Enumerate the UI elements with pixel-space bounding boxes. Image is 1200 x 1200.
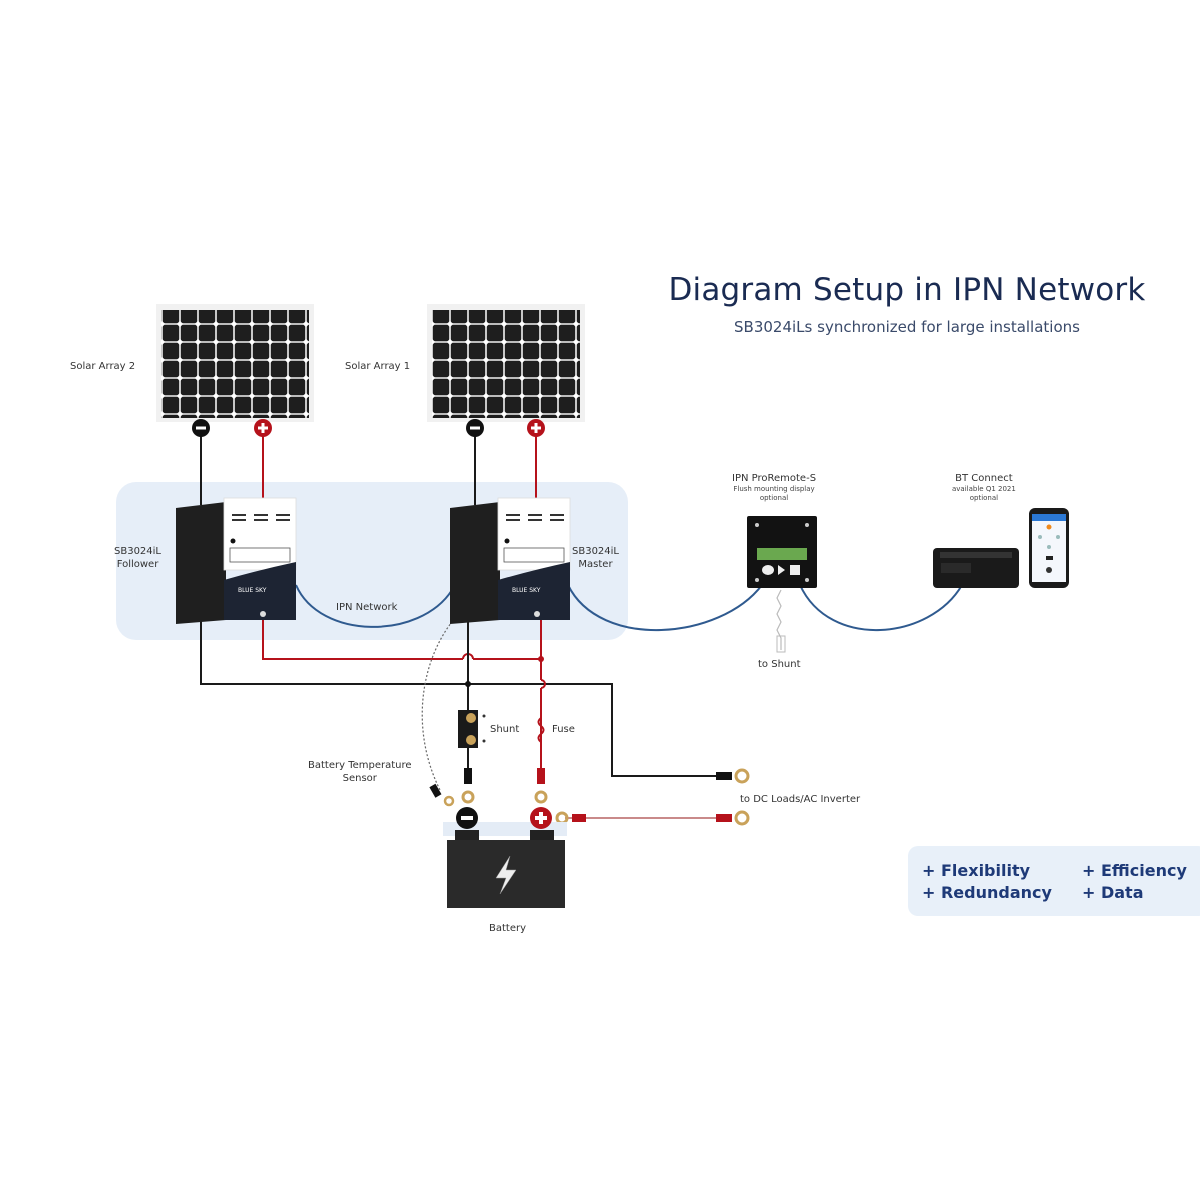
solar-panel-cells [432,310,580,418]
wire-follower-positive [262,620,463,660]
ipn-network-label: IPN Network [336,602,398,613]
junction-positive [538,656,544,662]
ipn-cable-master-proremote [567,584,763,632]
loads-positive-ring[interactable] [734,810,750,826]
master-label: SB3024iL Master [572,545,619,571]
temp-sensor-line1: Battery Temperature [308,760,412,771]
vent-slots [232,514,290,521]
benefit-redundancy: + Redundancy [922,883,1052,902]
array2-negative-terminal [192,419,210,437]
benefits-panel: + Flexibility + Efficiency + Redundancy … [908,846,1200,916]
loads-negative-ring[interactable] [734,768,750,784]
brand-logo: BLUE SKY [512,587,541,594]
vent-slots [506,514,564,521]
page-title: Diagram Setup in IPN Network [668,272,1146,308]
solar-array-1[interactable] [427,304,585,422]
shunt-sense-cable [776,589,782,650]
battery-positive-sleeve [572,814,586,822]
ipn-cable-follower-master [295,584,453,628]
bt-connect-device[interactable] [933,548,1019,588]
page-subtitle: SB3024iLs synchronized for large install… [734,318,1080,336]
fuse-label: Fuse [552,724,575,735]
loads-negative-sleeve [716,772,732,780]
benefit-efficiency: + Efficiency [1082,861,1187,880]
brand-logo: BLUE SKY [238,587,267,594]
temp-sensor-label: Battery Temperature Sensor [308,759,412,785]
positive-lug-sleeve [537,768,545,784]
temp-sensor-line2: Sensor [342,773,377,784]
master-role: Master [578,559,613,570]
temperature-sensor-cable[interactable] [421,617,456,791]
wire-follower-negative [200,620,718,777]
battery-positive-ring [555,811,569,825]
master-model: SB3024iL [572,546,620,557]
negative-lug-ring [461,790,475,804]
lcd-screen [757,548,807,560]
battery[interactable] [443,822,567,908]
solar-panel-cells [161,310,309,418]
proremote-optional: optional [759,494,789,502]
smartphone[interactable] [1029,508,1069,588]
shunt[interactable] [458,710,486,748]
lightning-icon [495,855,517,895]
follower-role: Follower [116,559,159,570]
controller-follower[interactable]: BLUE SKY [176,497,297,624]
battery-label: Battery [489,923,527,934]
battery-negative-terminal [456,807,478,829]
bt-connect-name: BT Connect [955,473,1013,484]
benefit-data: + Data [1082,883,1144,902]
ipn-cable-proremote-btconnect [799,584,963,631]
shunt-label: Shunt [490,724,520,735]
proremote-name: IPN ProRemote-S [732,473,817,484]
loads-positive-sleeve [716,814,732,822]
negative-lug-sleeve [464,768,472,784]
positive-lug-ring [534,790,548,804]
array2-positive-terminal [254,419,272,437]
controller-master[interactable]: BLUE SKY [450,497,571,624]
follower-model: SB3024iL [114,546,162,557]
proremote-desc: Flush mounting display [733,485,815,493]
proremote-label: IPN ProRemote-S Flush mounting display o… [732,472,816,503]
proremote-display[interactable] [747,516,817,588]
temperature-sensor-sleeve [429,783,442,798]
bt-connect-optional: optional [969,494,999,502]
solar-array-1-label: Solar Array 1 [345,361,411,372]
temperature-sensor-ring [443,795,455,807]
shunt-sense-connector [776,635,786,653]
follower-label: SB3024iL Follower [114,545,161,571]
fuse-symbol[interactable] [537,717,545,743]
solar-array-2[interactable] [156,304,314,422]
benefit-flexibility: + Flexibility [922,861,1031,880]
array1-positive-terminal [527,419,545,437]
battery-positive-terminal [530,807,552,829]
bt-connect-availability: available Q1 2021 [952,485,1016,493]
bt-connect-label: BT Connect available Q1 2021 optional [952,472,1016,503]
junction-negative [465,681,471,687]
array1-negative-terminal [466,419,484,437]
wire-master-positive-hop [540,679,546,689]
to-shunt-label: to Shunt [758,659,801,670]
solar-array-2-label: Solar Array 2 [70,361,136,372]
loads-label: to DC Loads/AC Inverter [740,794,861,805]
